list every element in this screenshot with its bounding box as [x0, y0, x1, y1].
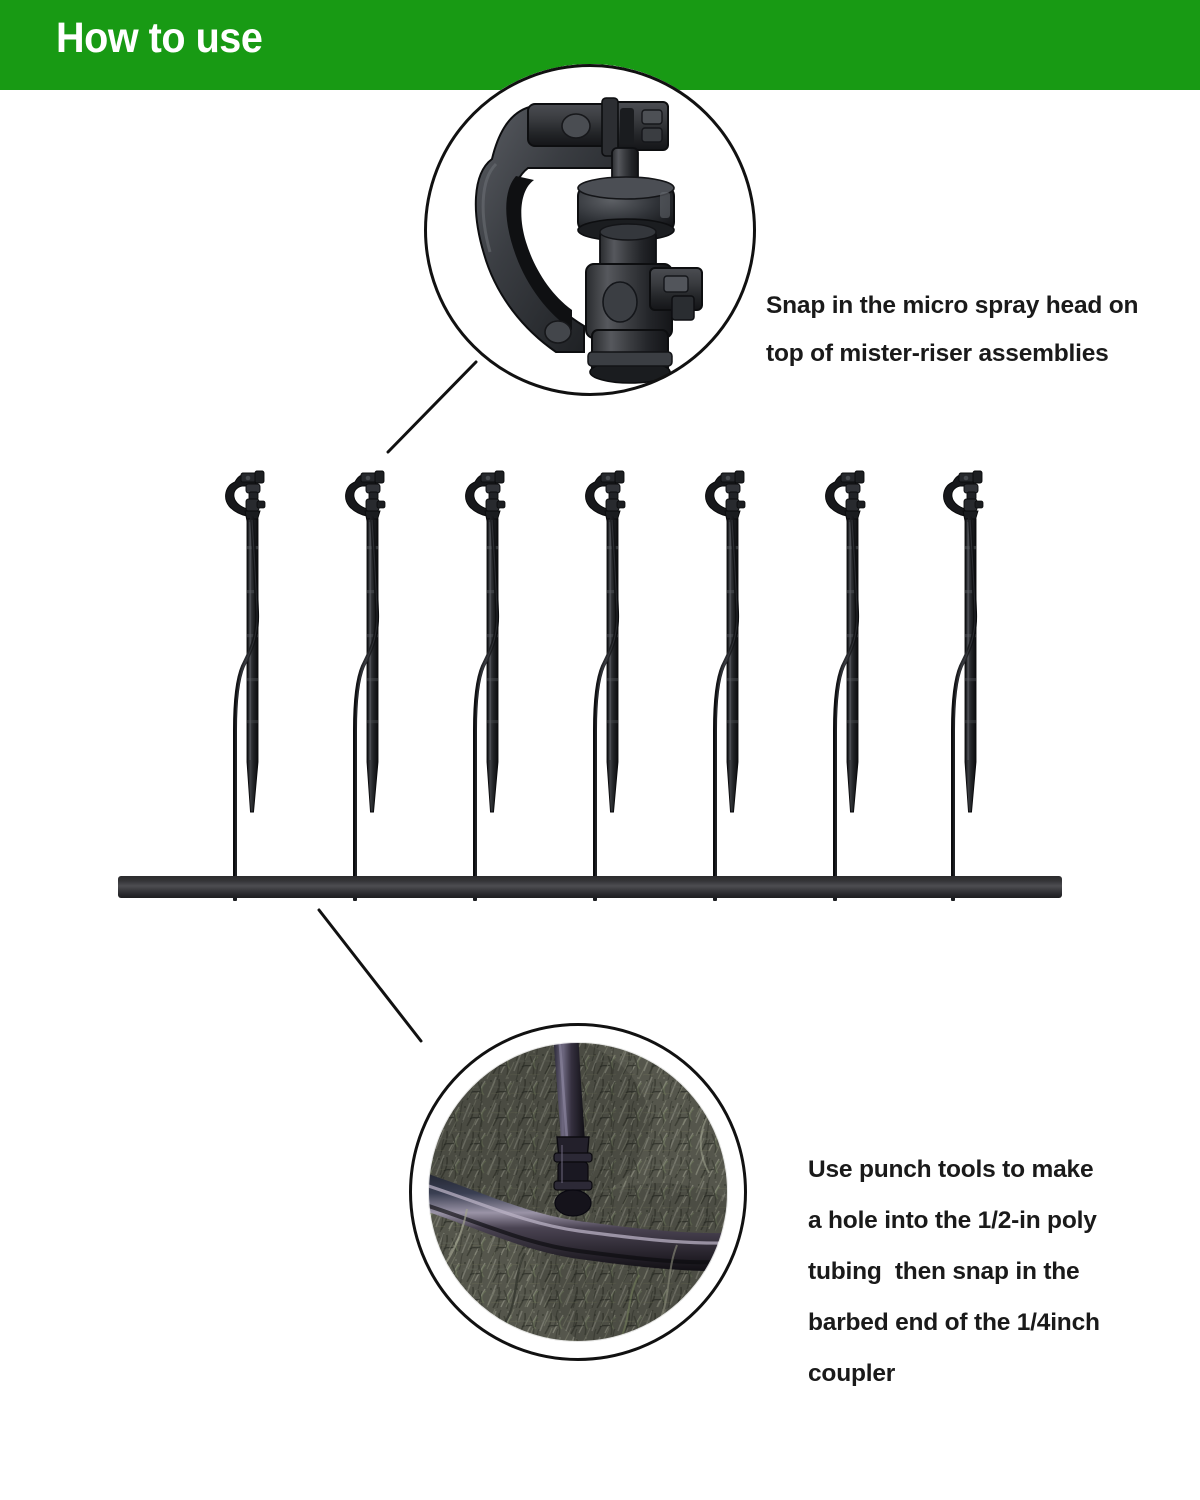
- lower-arm-boss: [544, 320, 572, 344]
- photo-content: [428, 1042, 728, 1342]
- riser-assembly-2: [343, 469, 387, 903]
- caption-top: Snap in the micro spray head on top of m…: [766, 282, 1196, 378]
- arm-pivot-boss: [561, 113, 591, 139]
- riser-assembly-6: [823, 469, 867, 903]
- micro-spray-head-illustration: [424, 64, 756, 396]
- page-title: How to use: [56, 14, 263, 62]
- caption-bottom-line-3: tubing then snap in the: [808, 1258, 1080, 1285]
- mister-riser-assembly-row: [0, 440, 1200, 910]
- caption-bottom-line-5: coupler: [808, 1360, 896, 1387]
- riser-row-illustration: [223, 469, 985, 903]
- poly-tubing-in-grass-photo: [409, 1023, 747, 1361]
- leader-line-top: [386, 360, 478, 454]
- caption-bottom-line-4: barbed end of the 1/4inch: [808, 1309, 1100, 1336]
- micro-spray-head-photo: [424, 64, 756, 396]
- quarter-inch-riser-tube: [551, 1042, 585, 1141]
- half-inch-poly-tubing: [428, 1163, 728, 1272]
- caption-bottom-line-1: Use punch tools to make: [808, 1156, 1094, 1183]
- poly-tubing-main-line: [118, 876, 1062, 898]
- caption-top-line-2: top of mister-riser assemblies: [766, 340, 1109, 367]
- riser-assembly-4: [583, 469, 627, 903]
- coupler-barb-entry: [554, 1189, 592, 1217]
- tubing-in-grass-illustration: [409, 1023, 747, 1361]
- caption-bottom: Use punch tools to make a hole into the …: [808, 1144, 1188, 1399]
- body-boss: [602, 281, 638, 323]
- riser-assembly-1: [223, 469, 267, 903]
- caption-bottom-line-2: a hole into the 1/2-in poly: [808, 1207, 1097, 1234]
- riser-assembly-3: [463, 469, 507, 903]
- leader-line-bottom: [317, 908, 423, 1043]
- caption-top-line-1: Snap in the micro spray head on: [766, 292, 1139, 319]
- riser-assembly-7: [941, 469, 985, 903]
- socket-flange: [587, 351, 673, 367]
- riser-assembly-5: [703, 469, 747, 903]
